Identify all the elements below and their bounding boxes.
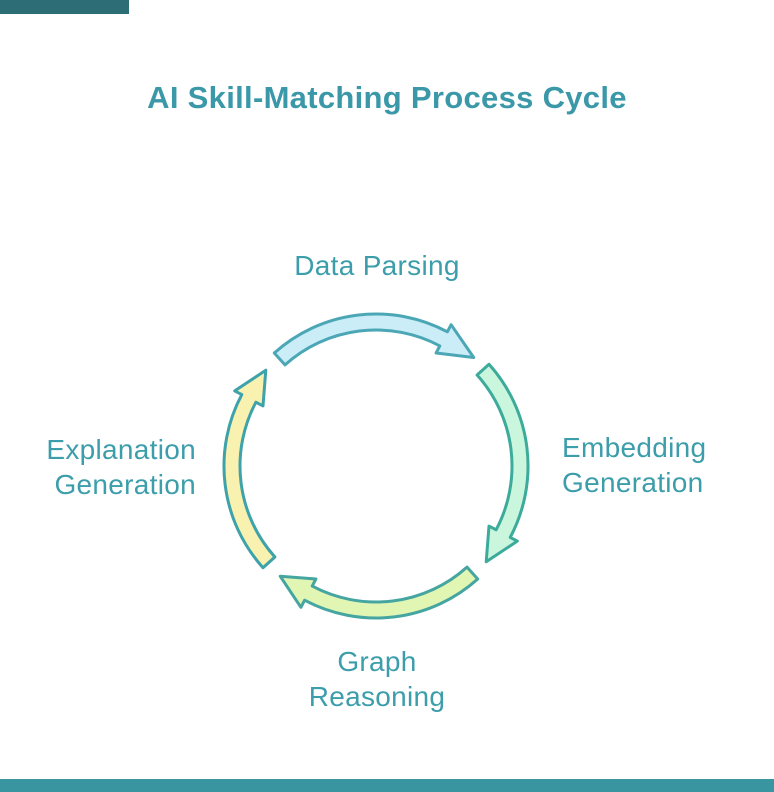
arrow-explanation-generation-to-data-parsing <box>222 368 277 570</box>
bottom-partial-bar <box>0 779 774 792</box>
stage-label-explanation-generation: Explanation Generation <box>46 434 196 500</box>
stage-label-graph-reasoning: Graph Reasoning <box>308 646 446 712</box>
arrow-embedding-generation-to-graph-reasoning <box>475 362 530 564</box>
arrow-graph-reasoning-to-explanation-generation <box>278 565 480 620</box>
stage-label-data-parsing: Data Parsing <box>294 250 460 281</box>
stage-label-embedding-generation: Embedding Generation <box>562 432 707 498</box>
top-left-partial-bar <box>0 0 129 14</box>
diagram-title: AI Skill-Matching Process Cycle <box>147 80 627 115</box>
arrow-data-parsing-to-embedding-generation <box>272 312 476 367</box>
